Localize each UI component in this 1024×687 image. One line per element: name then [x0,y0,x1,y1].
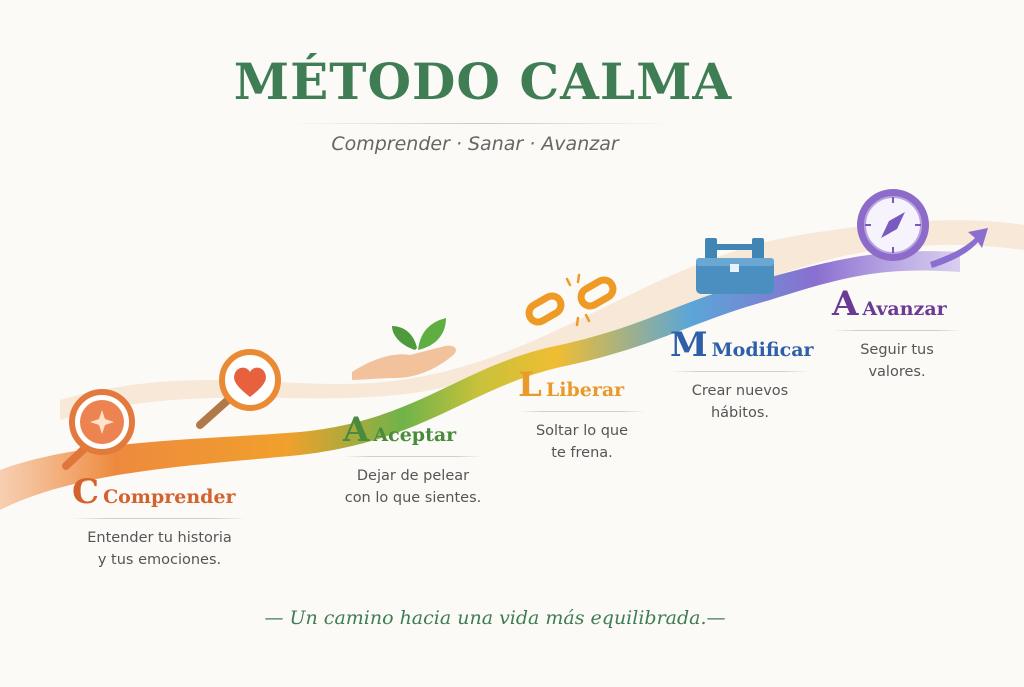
color-ribbon [0,251,960,510]
step-divider [72,518,247,519]
step-divider [518,411,646,412]
magnifier-heart-icon [196,349,281,429]
step-description: Soltar lo que te frena. [535,423,629,461]
step-letter: L [518,365,542,405]
broken-chain-icon [525,273,617,327]
step-label: Modificar [711,339,814,361]
pale-ribbon [60,220,1024,420]
step-letter: C [72,472,100,512]
step-description: Entender tu historia y tus emociones. [87,530,232,568]
toolbox-icon [696,238,774,294]
step-divider [670,371,810,372]
step-label: Avanzar [862,298,947,320]
step-letter: M [670,325,708,365]
footer-tagline: — Un camino hacia una vida más equilibra… [264,607,726,629]
page-subtitle: Comprender · Sanar · Avanzar [331,133,619,155]
step-letter: A [832,284,859,324]
step-description: Seguir tus valores. [860,342,934,380]
step-label: Liberar [545,379,625,401]
step-divider [832,330,962,331]
arrow-icon [930,228,988,268]
step-divider [343,456,483,457]
step-letter: A [343,410,370,450]
page-title: MÉTODO CALMA [233,52,733,111]
step-label: Aceptar [373,424,457,446]
title-divider [285,123,677,124]
magnifier-sparkle-icon [62,389,135,470]
step-description: Crear nuevos hábitos. [691,383,789,421]
hand-plant-icon [352,318,456,380]
step-description: Dejar de pelear con lo que sientes. [344,468,482,506]
step-label: Comprender [103,486,236,508]
compass-icon [857,189,929,261]
